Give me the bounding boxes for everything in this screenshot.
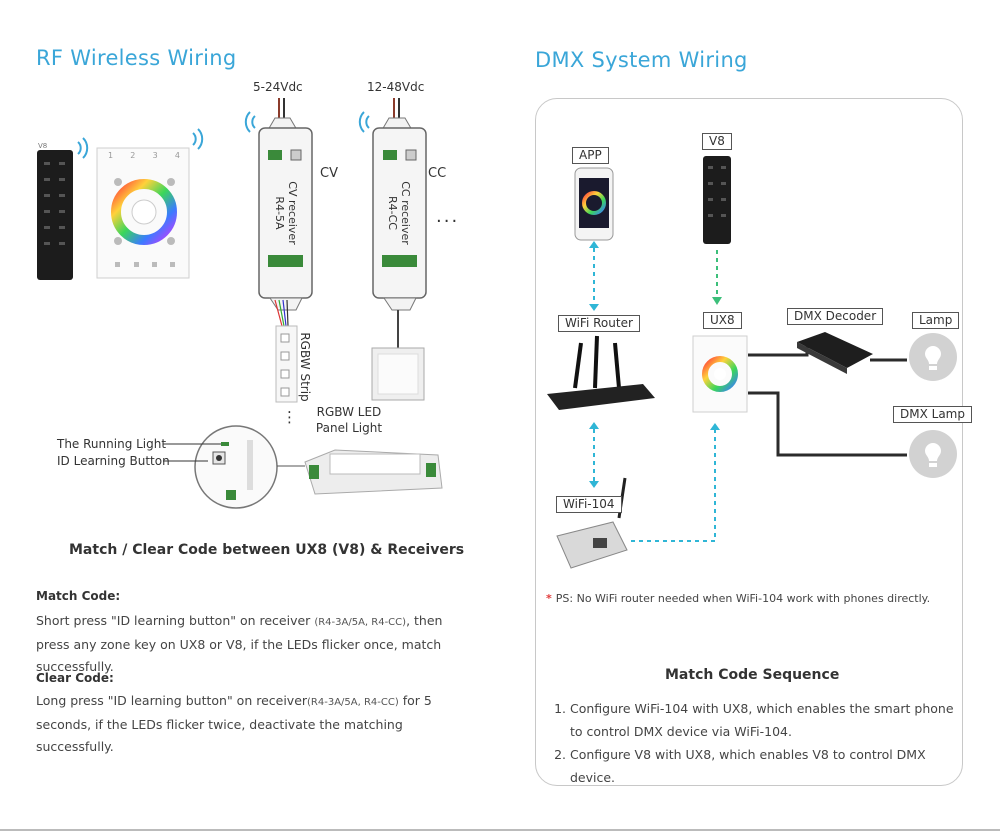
bottom-rule [0,829,1000,831]
receiver-closeup [194,425,278,509]
cc-type-label: CC [428,166,447,181]
sequence-step-2: Configure V8 with UX8, which enables V8 … [570,743,970,789]
match-code-title: Match Code: [36,589,121,603]
match-sequence-heading: Match Code Sequence [665,667,840,683]
zone-key-3: 3 [152,151,158,160]
ux8-dmx-lamp-wire [748,391,907,457]
rgbw-strip-label: RGBW Strip [298,332,312,402]
cv-type-label: CV [320,166,338,181]
receiver-photo [304,449,443,495]
cc-receiver [372,98,427,348]
wireless-signal-icon [358,111,370,133]
match-text-part2: , then press any zone key on UX8 or V8, … [36,613,443,674]
wireless-signal-icon [192,128,204,150]
zone-key-labels: 1 2 3 4 [108,151,180,160]
dmx-wiring-diagram [547,156,957,569]
zone-key-4: 4 [174,151,180,160]
ps-note: *PS: No WiFi router needed when WiFi-104… [546,592,930,605]
rgbw-strip [275,325,298,403]
match-models: (R4-3A/5A, R4-CC) [314,617,407,628]
match-sequence-steps: Configure WiFi-104 with UX8, which enabl… [552,697,970,789]
dmx-lamp-label: DMX Lamp [893,406,972,423]
smartphone-app [574,167,614,241]
sequence-step-1: Configure WiFi-104 with UX8, which enabl… [570,697,970,743]
panel-light-label-line2: Panel Light [315,421,383,435]
id-learning-button-label: ID Learning Button [57,454,170,468]
lamp-icon [909,333,957,381]
rf-section-title: RF Wireless Wiring [36,46,237,70]
app-label: APP [572,147,609,164]
ux8-panel-dmx [692,335,748,413]
match-clear-heading: Match / Clear Code between UX8 (V8) & Re… [69,542,465,558]
v8-remote [37,150,73,280]
arrow-down-icon [712,297,722,305]
cc-voltage-label: 12-48Vdc [367,80,425,94]
arrow-up-icon [710,423,720,430]
wireless-signal-icon [244,111,256,133]
clear-text-part1: Long press "ID learning button" on recei… [36,693,308,708]
match-code-text: Short press "ID learning button" on rece… [36,610,476,678]
dmx-lamp-icon [909,430,957,478]
dmx-decoder-label: DMX Decoder [787,308,884,325]
arrow-up-icon [589,422,599,429]
ux8-label: UX8 [703,312,742,329]
arrow-down-icon [589,481,599,488]
cc-receiver-model-label: CC receiver R4-CC [386,181,412,245]
wifi-router-label: WiFi Router [558,315,640,332]
v8-remote-label: V8 [38,142,48,150]
more-receivers-ellipsis: ... [436,206,460,227]
panel-light-label: RGBW LED Panel Light [299,404,399,436]
wifi-router [547,335,655,410]
cv-receiver-model-label: CV receiver R4-5A [273,181,299,245]
rf-wiring-diagram [37,98,443,509]
zone-key-1: 1 [108,151,114,160]
arrow-down-icon [589,304,599,311]
wireless-signal-icon [77,137,89,159]
ux8-wall-panel [96,147,190,279]
zone-key-2: 2 [130,151,136,160]
cv-voltage-label: 5-24Vdc [253,80,303,94]
rgbw-panel-light [371,347,425,401]
dmx-decoder-device [797,332,873,374]
strip-continuation-ellipsis: ⋮ [282,408,299,426]
clear-text-part2: for 5 seconds, if the LEDs flicker twice… [36,693,432,754]
arrow-up-icon [589,241,599,248]
wifi104-ux8-link [631,430,716,542]
panel-light-label-line1: RGBW LED [316,405,382,419]
lamp-label: Lamp [912,312,960,329]
dmx-section-title: DMX System Wiring [535,48,748,72]
ps-note-text: PS: No WiFi router needed when WiFi-104 … [555,592,931,605]
note-star-icon: * [546,592,552,605]
clear-code-text: Long press "ID learning button" on recei… [36,690,476,758]
wifi104-label: WiFi-104 [556,496,622,513]
running-light-label: The Running Light [57,437,167,451]
cv-receiver [258,98,313,327]
v8-label: V8 [702,133,732,150]
wifi-104-device [556,477,628,569]
match-text-part1: Short press "ID learning button" on rece… [36,613,311,628]
clear-code-title: Clear Code: [36,671,114,685]
clear-models: (R4-3A/5A, R4-CC) [307,697,399,708]
v8-remote-dmx [703,156,731,244]
